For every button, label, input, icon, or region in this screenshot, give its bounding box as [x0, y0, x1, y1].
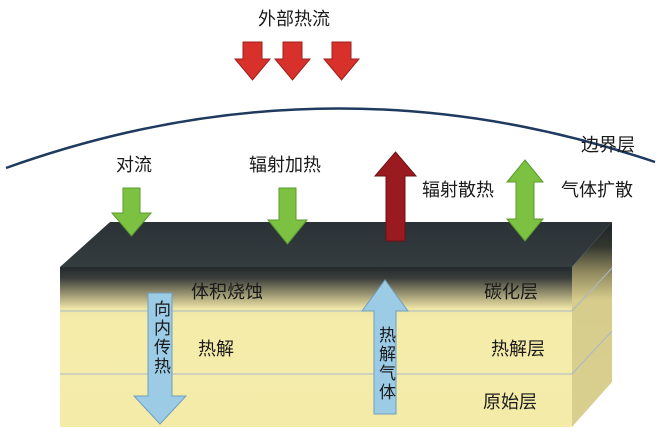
heat-flux-arrow-1: [233, 41, 272, 81]
heat-flux-arrows: [233, 41, 361, 81]
radiative-heating-label: 辐射加热: [249, 155, 321, 176]
block-side-face: [572, 222, 612, 427]
heat-flux-arrow-3: [322, 41, 361, 81]
carbonized-layer-label: 碳化层: [484, 282, 538, 303]
gas-diffusion-label: 气体扩散: [561, 180, 633, 201]
pyrolysis-gas-arrow: [361, 279, 409, 415]
inward-heat-transfer-arrow: [132, 292, 188, 425]
external-heat-flux-label: 外部热流: [258, 9, 330, 30]
boundary-layer-curve: [5, 107, 656, 170]
side-divider-1: [571, 267, 613, 312]
radiative-heating-arrow: [266, 187, 309, 245]
convection-label: 对流: [116, 155, 152, 176]
radiative-cooling-arrow: [373, 151, 418, 242]
block-top-surface: [60, 222, 612, 267]
pyrolysis-layer-label: 热解层: [491, 339, 545, 360]
pyrolysis-label: 热解: [198, 339, 234, 360]
gas-diffusion-arrow: [505, 159, 545, 242]
radiative-cooling-label: 辐射散热: [422, 180, 494, 201]
convection-arrow: [110, 187, 153, 237]
virgin-layer-label: 原始层: [483, 392, 537, 413]
side-divider-2: [571, 330, 613, 375]
heat-flux-arrow-2: [273, 41, 312, 81]
boundary-layer-label: 边界层: [581, 135, 635, 156]
inward-heat-transfer-label: 向内传热: [150, 300, 171, 376]
pyrolysis-gas-label: 热解气体: [375, 326, 396, 402]
volume-ablation-label: 体积烧蚀: [191, 282, 263, 303]
